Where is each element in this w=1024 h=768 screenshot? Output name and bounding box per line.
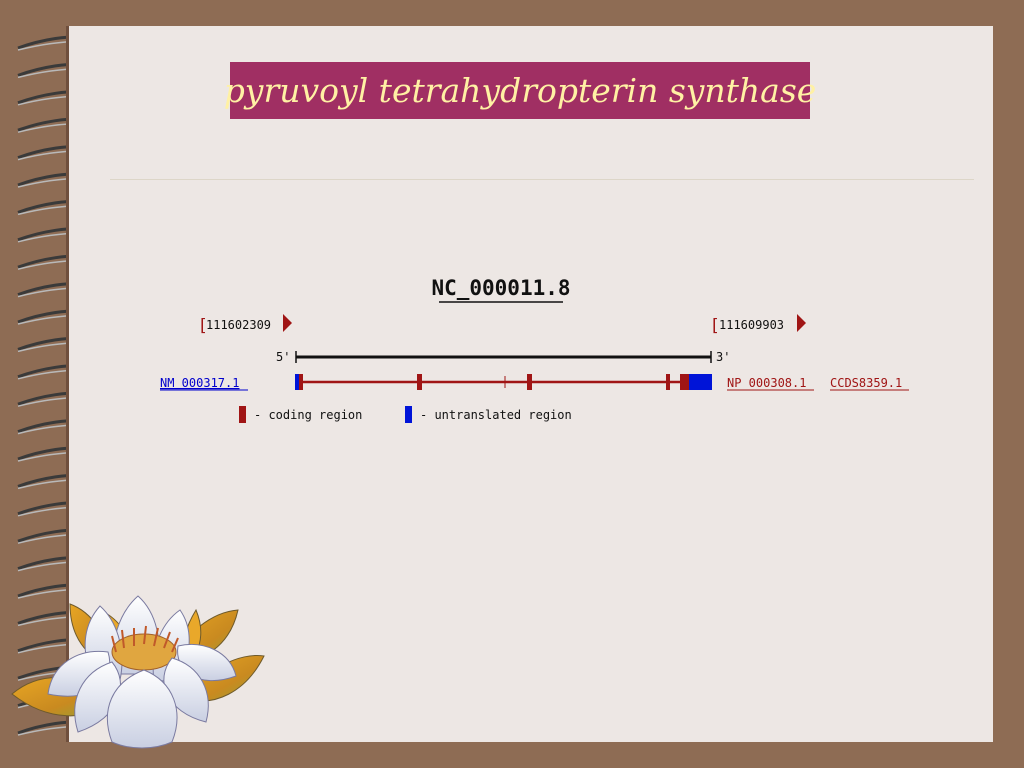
right-arrow-icon — [797, 314, 806, 332]
legend-utr-swatch — [405, 406, 412, 423]
exon-5 — [666, 374, 670, 390]
accession-title: NC_000011.8 — [431, 276, 570, 300]
title-banner: pyruvoyl tetrahydropterin synthase — [224, 62, 816, 119]
exon-4 — [527, 374, 532, 390]
utr-exon-5 — [295, 374, 299, 390]
start-bracket-icon: [ — [200, 316, 207, 336]
end-coordinate[interactable]: 111609903 — [719, 318, 784, 332]
slide-title: pyruvoyl tetrahydropterin synthase — [223, 71, 817, 110]
legend-coding-swatch — [239, 406, 246, 423]
right-arrow-icon — [283, 314, 292, 332]
legend-utr-label: - untranslated region — [420, 408, 572, 422]
mrna-link[interactable]: NM_000317.1 — [160, 376, 239, 390]
lotus-flower-icon — [11, 595, 265, 749]
exon-6 — [680, 374, 689, 390]
exon-1 — [299, 374, 303, 390]
exon-2 — [417, 374, 422, 390]
protein-link[interactable]: NP_000308.1 — [727, 376, 806, 390]
ccds-link[interactable]: CCDS8359.1 — [830, 376, 902, 390]
utr-exon-3 — [689, 374, 712, 390]
legend-coding-label: - coding region — [254, 408, 362, 422]
five-prime-label: 5' — [276, 350, 290, 364]
gene-map: NC_000011.8 [ 111602309 [ 111609903 5' 3… — [160, 276, 909, 423]
end-bracket-icon: [ — [712, 316, 719, 336]
start-coordinate[interactable]: 111602309 — [206, 318, 271, 332]
title-divider — [110, 179, 974, 180]
three-prime-label: 3' — [716, 350, 730, 364]
